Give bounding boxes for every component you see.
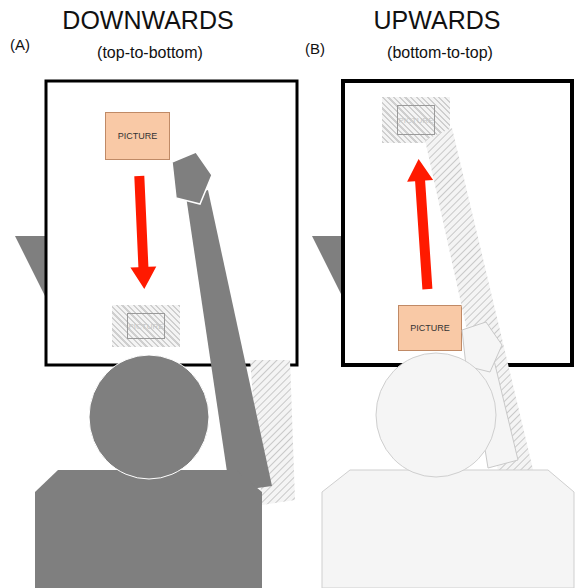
head — [376, 353, 496, 477]
picture-label: PICTURE — [118, 131, 158, 141]
picture-label: PICTURE — [128, 322, 163, 331]
wall-frame — [46, 81, 297, 365]
panel-heading: DOWNWARDS — [62, 6, 233, 35]
head — [89, 355, 209, 479]
picture-label: PICTURE — [410, 323, 450, 333]
hand — [172, 152, 212, 204]
ghost-picture-box: PICTURE — [112, 305, 180, 347]
shadow-shape — [15, 236, 47, 300]
movement-arrow — [407, 159, 433, 289]
body — [322, 470, 574, 588]
picture-box: PICTURE — [105, 112, 170, 160]
body — [35, 470, 262, 588]
panel-subheading: (bottom-to-top) — [387, 44, 493, 62]
panel-subheading: (top-to-bottom) — [97, 44, 203, 62]
movement-arrow — [130, 176, 156, 289]
picture-label: PICTURE — [398, 116, 433, 125]
picture-box: PICTURE — [398, 305, 462, 351]
panel-letter: (B) — [305, 40, 325, 57]
panel-letter: (A) — [10, 36, 30, 53]
panel-heading: UPWARDS — [374, 6, 501, 35]
shadow-shape — [312, 236, 344, 300]
